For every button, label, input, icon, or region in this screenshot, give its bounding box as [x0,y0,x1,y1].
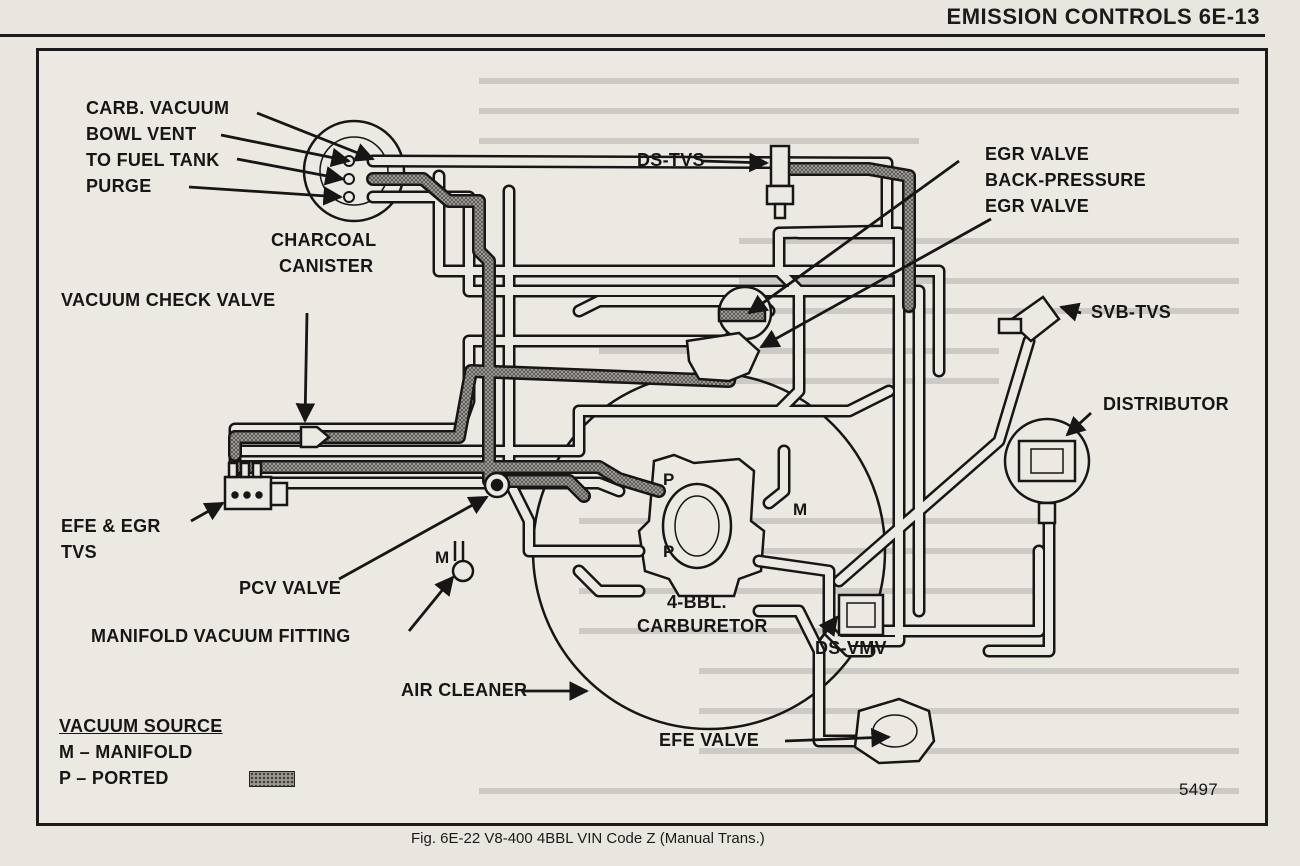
svb-tvs-component [997,295,1061,343]
leader-arrows [188,111,1092,748]
legend-ported: P – PORTED [59,768,169,788]
efe-egr-tvs-component [223,461,289,511]
label-pcv-valve: PCV VALVE [239,578,342,598]
label-charcoal-canister-2: CANISTER [279,256,374,276]
label-carburetor-2: CARBURETOR [637,616,768,636]
page-header: EMISSION CONTROLS 6E-13 [0,0,1300,40]
charcoal-canister [302,119,406,223]
label-distributor: DISTRIBUTOR [1103,394,1229,414]
legend-ported-swatch [249,771,295,787]
carburetor [637,453,766,598]
label-egr-valve: EGR VALVE [985,144,1090,164]
diagram-drawing [188,78,1239,794]
label-purge: PURGE [86,176,152,196]
label-manifold-vacuum-fitting: MANIFOLD VACUUM FITTING [91,626,351,646]
figure-number: 5497 [1179,780,1219,799]
port-label-p-lower: P [663,542,675,561]
label-efe-egr-tvs-1: EFE & EGR [61,516,161,536]
ported-vacuum-hoses [228,162,916,503]
label-ds-vmv: DS-VMV [815,638,887,658]
vacuum-check-valve-component [299,425,331,449]
label-efe-egr-tvs-2: TVS [61,542,97,562]
distributor-component [1003,417,1091,525]
label-carburetor-1: 4-BBL. [667,592,727,612]
page-title: EMISSION CONTROLS 6E-13 [946,4,1260,29]
label-back-pressure: BACK-PRESSURE [985,170,1146,190]
pcv-valve-component [483,471,511,499]
label-ds-tvs: DS-TVS [637,150,705,170]
header-rule [0,34,1265,37]
label-back-pressure-egr-valve: EGR VALVE [985,196,1090,216]
label-carb-vacuum: CARB. VACUUM [86,98,230,118]
port-label-m-left: M [435,548,450,567]
label-air-cleaner: AIR CLEANER [401,680,528,700]
label-efe-valve: EFE VALVE [659,730,760,750]
ds-vmv-component [837,593,885,637]
label-vacuum-check-valve: VACUUM CHECK VALVE [61,290,276,310]
figure-caption: Fig. 6E-22 V8-400 4BBL VIN Code Z (Manua… [411,830,765,847]
ds-tvs-component [765,144,795,220]
legend-manifold: M – MANIFOLD [59,742,193,762]
port-label-p-upper: P [663,470,675,489]
port-label-m-right: M [793,500,808,519]
vacuum-hose-diagram: CARB. VACUUM BOWL VENT TO FUEL TANK PURG… [36,48,1268,826]
manifold-vacuum-fitting-component [451,541,475,583]
label-to-fuel-tank: TO FUEL TANK [86,150,220,170]
label-svb-tvs: SVB-TVS [1091,302,1172,322]
efe-valve-component [853,697,936,765]
legend-title: VACUUM SOURCE [59,716,223,736]
label-bowl-vent: BOWL VENT [86,124,197,144]
label-charcoal-canister-1: CHARCOAL [271,230,377,250]
